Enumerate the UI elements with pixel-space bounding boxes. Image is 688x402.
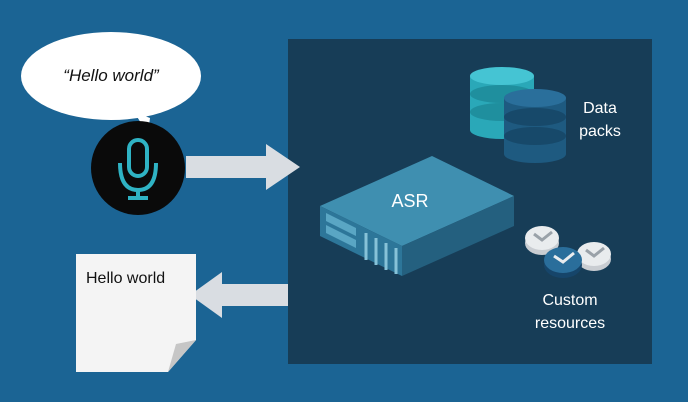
document-icon [76, 254, 196, 372]
microphone-icon [91, 121, 185, 215]
data-packs-line2: packs [579, 123, 621, 140]
custom-resources-line1: Custom [542, 292, 598, 309]
speech-quote: “Hello world” [63, 66, 159, 85]
server-icon [320, 156, 514, 276]
database-icon [470, 67, 566, 163]
data-packs-line1: Data [583, 100, 617, 117]
document-text: Hello world [86, 270, 166, 287]
custom-resources-line2: resources [534, 315, 606, 332]
asr-label: ASR [391, 191, 429, 211]
custom-resources-label: Custom resources [515, 289, 625, 335]
custom-resources-icon [525, 226, 611, 278]
data-packs-label: Data packs [560, 97, 640, 143]
arrow-left-icon [190, 272, 288, 318]
arrow-right-icon [186, 144, 300, 190]
